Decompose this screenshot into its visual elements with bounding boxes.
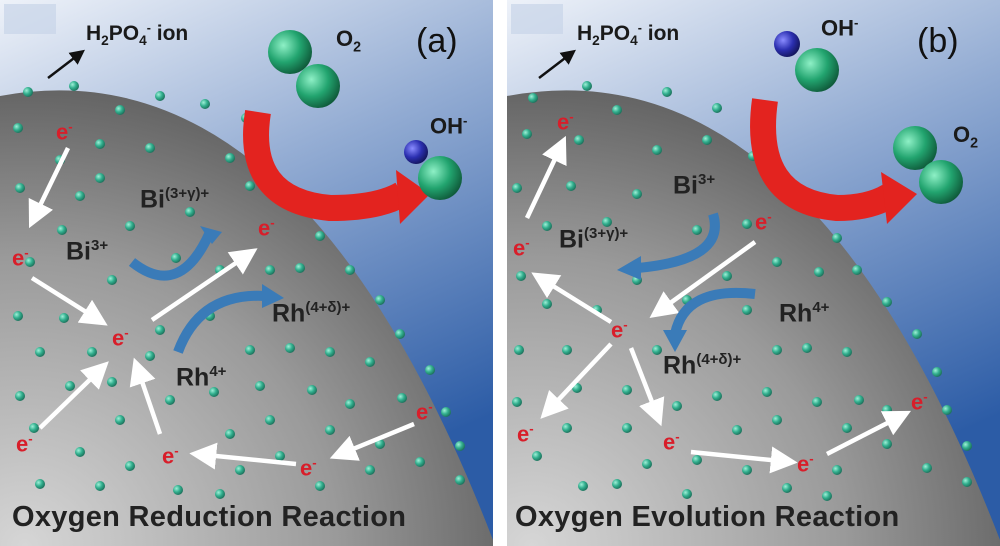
ion-pointer-arrow bbox=[47, 49, 85, 79]
reaction-title: Oxygen Reduction Reaction bbox=[12, 501, 407, 533]
oh-molecule bbox=[774, 31, 839, 92]
electron-label: e- bbox=[112, 325, 129, 351]
electron-label: e- bbox=[797, 451, 814, 477]
rh-high-label: Rh(4+δ)+ bbox=[663, 351, 742, 380]
oxygen-reaction-arrow bbox=[750, 98, 896, 222]
electron-label: e- bbox=[416, 399, 433, 425]
electron-label: e- bbox=[557, 109, 574, 135]
electron-label: e- bbox=[663, 429, 680, 455]
oh-label: OH- bbox=[430, 113, 468, 139]
panel-a-scene bbox=[0, 0, 493, 546]
surface-dots bbox=[13, 81, 465, 499]
electron-label: e- bbox=[513, 235, 530, 261]
oh-label: OH- bbox=[821, 15, 859, 41]
panel-tag: (a) bbox=[416, 22, 458, 60]
h2po4-ion-label: H2PO4- ion bbox=[577, 21, 680, 49]
rh-oxidation-arrow bbox=[173, 290, 267, 354]
electron-label: e- bbox=[258, 215, 275, 241]
bi-oxidation-arrow bbox=[128, 229, 215, 281]
electron-label: e- bbox=[517, 421, 534, 447]
o2-label: O2 bbox=[953, 122, 979, 152]
reaction-title: Oxygen Evolution Reaction bbox=[515, 501, 900, 533]
bi-reduction-arrow bbox=[636, 212, 720, 273]
bi-high-label: Bi(3+γ)+ bbox=[140, 185, 210, 214]
h2po4-ion-label: H2PO4- ion bbox=[86, 21, 189, 49]
electron-label: e- bbox=[755, 209, 772, 235]
rh-low-label: Rh4+ bbox=[779, 299, 830, 328]
catalyst-particle bbox=[507, 90, 1000, 546]
electron-label: e- bbox=[56, 119, 73, 145]
bi-low-label: Bi3+ bbox=[66, 237, 109, 266]
rh-reduction-arrow bbox=[670, 287, 756, 336]
panel-oxygen-evolution: H2PO4- ion OH- (b) O2 Bi3+ Bi(3+γ)+ Rh4+… bbox=[507, 0, 1000, 546]
electron-label: e- bbox=[300, 455, 317, 481]
oh-molecule bbox=[404, 140, 462, 200]
ion-pointer-arrow bbox=[538, 49, 576, 79]
electron-label: e- bbox=[12, 245, 29, 271]
rh-low-label: Rh4+ bbox=[176, 363, 227, 392]
panel-tag: (b) bbox=[917, 22, 959, 60]
electron-label: e- bbox=[16, 431, 33, 457]
electron-label: e- bbox=[162, 443, 179, 469]
panel-b-scene bbox=[507, 0, 1000, 546]
electron-label: e- bbox=[611, 317, 628, 343]
rh-high-label: Rh(4+δ)+ bbox=[272, 299, 351, 328]
catalyst-particle bbox=[0, 90, 493, 546]
oxygen-reaction-arrow bbox=[243, 109, 409, 222]
electron-label: e- bbox=[911, 389, 928, 415]
panel-oxygen-reduction: H2PO4- ion O2 (a) OH- Bi(3+γ)+ Bi3+ Rh(4… bbox=[0, 0, 493, 546]
bi-low-label: Bi3+ bbox=[673, 171, 716, 200]
electron-transfer-arrows bbox=[28, 147, 415, 470]
electron-transfer-arrows bbox=[524, 135, 912, 474]
o2-molecule bbox=[893, 126, 963, 204]
o2-molecule bbox=[268, 30, 340, 108]
o2-label: O2 bbox=[336, 26, 362, 56]
bi-high-label: Bi(3+γ)+ bbox=[559, 225, 629, 254]
